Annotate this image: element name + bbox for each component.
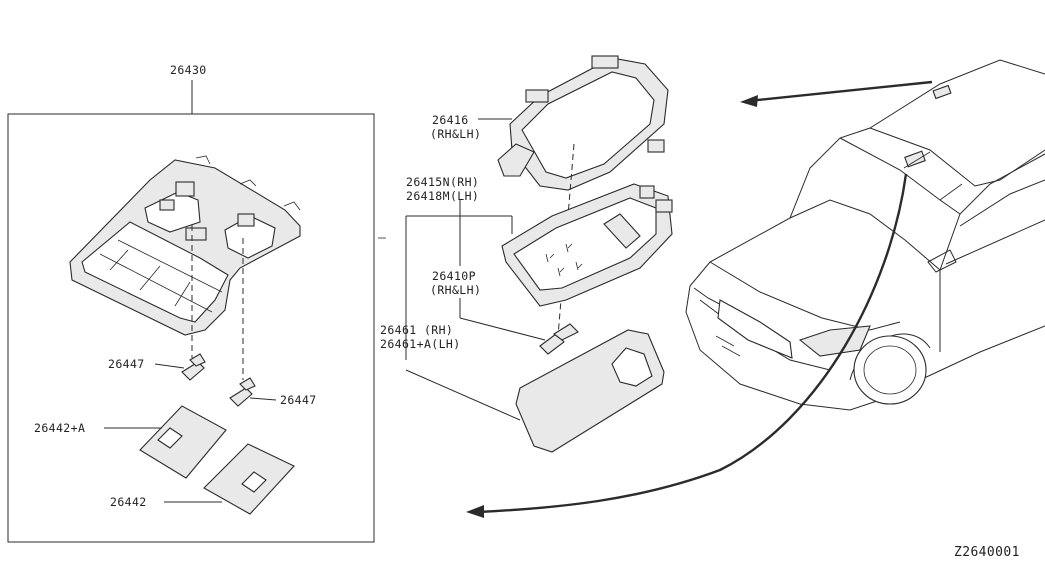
- bulb-26410p: [539, 323, 579, 355]
- lens-26442: [203, 443, 295, 515]
- arrow-head-lower: [466, 505, 484, 518]
- label-26447-left: 26447: [108, 357, 145, 371]
- label-26447-right: 26447: [280, 393, 317, 407]
- map-lamp-group: 26430 26447 26447: [7, 63, 375, 543]
- arrow-head-upper: [740, 95, 758, 107]
- label-26442a: 26442+A: [34, 421, 85, 435]
- lamp-housing-26416: [497, 55, 669, 191]
- diagram-id: Z2640001: [954, 545, 1020, 560]
- map-lamp-housing: [69, 155, 301, 336]
- label-26415n: 26415N(RH): [406, 175, 479, 189]
- label-26461: 26461 (RH): [380, 323, 453, 337]
- map-lamp-frame: [7, 113, 375, 543]
- bulb-right: [229, 377, 256, 407]
- lens-26461: [515, 329, 665, 453]
- lens-26442a: [139, 405, 227, 479]
- lamp-bezel-26415n: [501, 183, 673, 307]
- label-26410p: 26410P: [432, 269, 476, 283]
- label-26416: 26416: [432, 113, 469, 127]
- bulb-left: [181, 353, 206, 381]
- label-26416-sub: (RH&LH): [430, 127, 481, 141]
- pointer-arrows: [466, 80, 933, 518]
- vanity-lamp-group: 26416 (RH&LH) 26415N(RH) 26418M(LH) 2641…: [380, 55, 673, 453]
- label-26461a: 26461+A(LH): [380, 337, 461, 351]
- car-illustration: [685, 59, 1045, 411]
- label-26430: 26430: [170, 63, 207, 77]
- label-26418m: 26418M(LH): [406, 189, 479, 203]
- label-26442: 26442: [110, 495, 147, 509]
- label-26410p-sub: (RH&LH): [430, 283, 481, 297]
